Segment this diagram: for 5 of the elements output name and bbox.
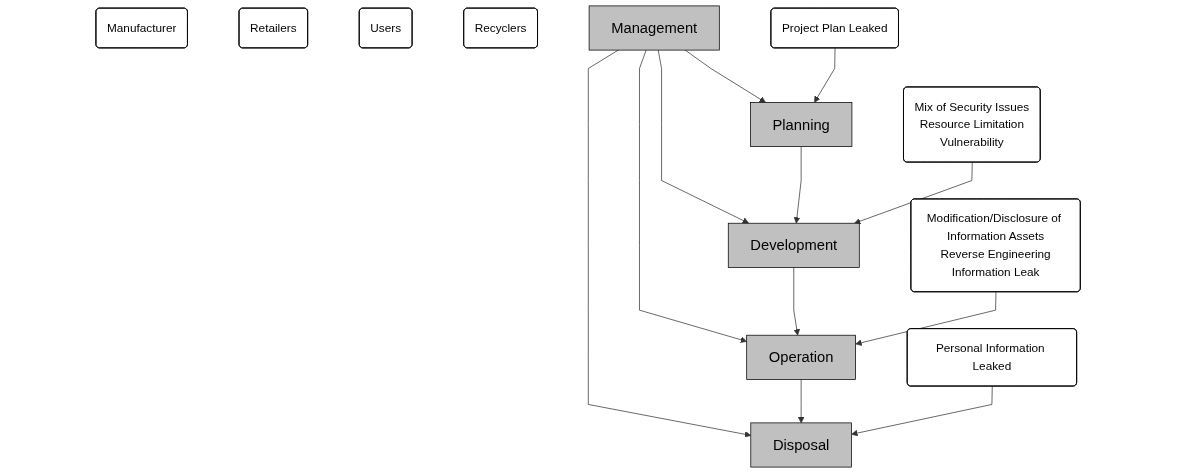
node-box: Disposal xyxy=(750,422,853,468)
node-box: Operation xyxy=(746,334,857,380)
node-box: Planning xyxy=(750,102,853,147)
node-box: Management xyxy=(589,5,721,51)
node-box: Development xyxy=(728,222,861,268)
